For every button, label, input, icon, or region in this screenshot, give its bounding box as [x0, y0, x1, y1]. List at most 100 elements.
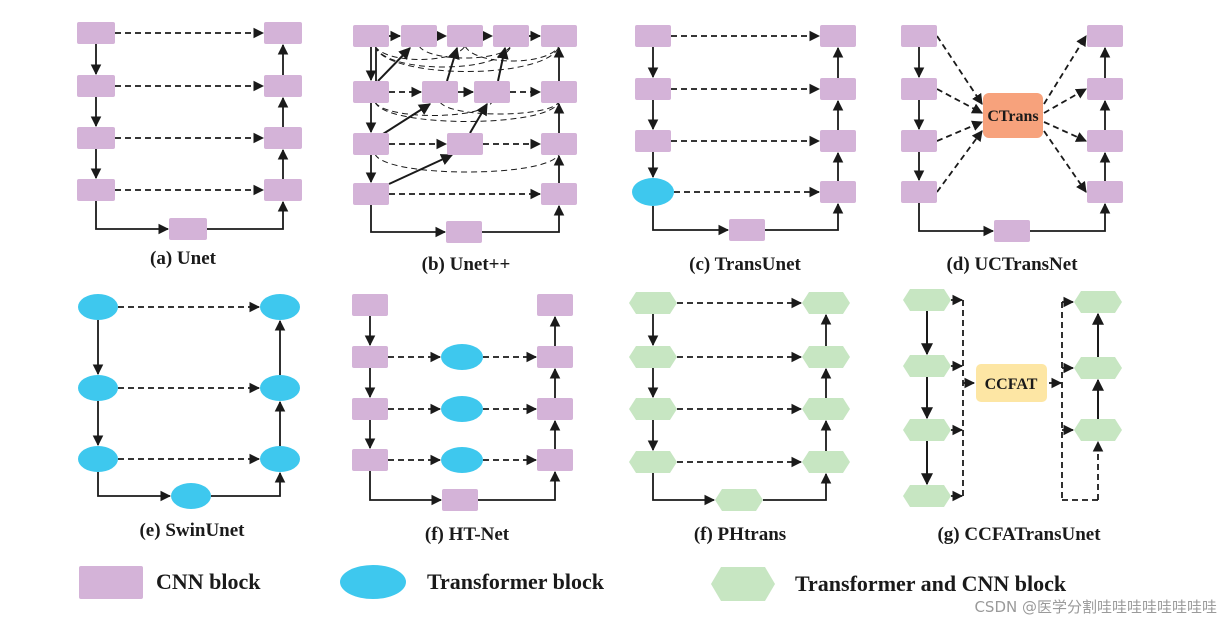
cnn-block	[901, 78, 937, 100]
hybrid-block	[629, 398, 677, 420]
hybrid-block	[903, 485, 951, 507]
hybrid-block	[903, 355, 951, 377]
skip-connection	[374, 45, 512, 68]
cnn-block	[820, 25, 856, 47]
skip-connection	[418, 45, 512, 59]
flow-path	[95, 201, 170, 235]
encoder-cnn-block	[77, 22, 115, 44]
skip-connection	[374, 45, 560, 72]
flow-path	[370, 205, 447, 238]
bottleneck-cnn-block	[169, 218, 207, 240]
cnn-block	[1087, 25, 1123, 47]
skip-connection	[374, 153, 560, 173]
cnn-block	[352, 449, 388, 471]
cnn-block	[635, 25, 671, 47]
transformer-block	[441, 447, 483, 473]
caption-unet: (a) Unet	[150, 248, 216, 269]
transformer-block	[78, 375, 118, 401]
transformer-block	[260, 446, 300, 472]
transformer-block	[260, 294, 300, 320]
cnn-block	[1087, 130, 1123, 152]
caption-swinunet: (e) SwinUnet	[139, 520, 245, 541]
flow-arrow	[388, 154, 454, 185]
flow-arrow	[469, 102, 488, 134]
bottleneck-cnn-block	[446, 221, 482, 243]
ctrans-module	[983, 93, 1043, 138]
cnn-block	[353, 133, 389, 155]
flow-path	[652, 206, 730, 236]
cnn-block	[820, 181, 856, 203]
ctrans-label: CTrans	[987, 108, 1038, 125]
transformer-block	[78, 294, 118, 320]
cnn-block	[901, 130, 937, 152]
legend-transformer-symbol	[340, 565, 406, 599]
decoder-cnn-block	[264, 22, 302, 44]
cnn-block	[352, 346, 388, 368]
flow-arrow	[382, 103, 432, 135]
skip-connection	[936, 130, 983, 193]
cnn-block	[820, 78, 856, 100]
cnn-block	[352, 398, 388, 420]
hybrid-block	[802, 398, 850, 420]
skip-connection	[1043, 35, 1087, 105]
bottleneck-cnn-block	[729, 219, 765, 241]
cnn-block	[422, 81, 458, 103]
legend-cnn-label: CNN block	[156, 569, 261, 594]
cnn-block	[820, 130, 856, 152]
decoder-cnn-block	[264, 179, 302, 201]
hybrid-block	[903, 289, 951, 311]
flow-path	[211, 471, 286, 497]
skip-connection	[1043, 121, 1087, 142]
cnn-block	[635, 130, 671, 152]
cnn-block	[537, 398, 573, 420]
transformer-block	[632, 178, 674, 206]
ccfat-module	[976, 364, 1047, 402]
cnn-block	[1087, 181, 1123, 203]
encoder-cnn-block	[77, 179, 115, 201]
flow-arrow	[377, 47, 411, 82]
cnn-block	[447, 25, 483, 47]
cnn-block	[401, 25, 437, 47]
transformer-block	[78, 446, 118, 472]
cnn-block	[541, 81, 577, 103]
skip-connection	[374, 101, 560, 122]
encoder-cnn-block	[77, 75, 115, 97]
caption-cfatransunet: (g) CCFATransUnet	[937, 524, 1101, 545]
flow-path	[763, 472, 832, 501]
cnn-block	[541, 25, 577, 47]
skip-connection	[936, 120, 983, 142]
legend-cnn-symbol	[79, 566, 143, 599]
hybrid-block	[629, 451, 677, 473]
cnn-block	[537, 449, 573, 471]
cnn-block	[537, 294, 573, 316]
flow-path	[478, 470, 561, 501]
flow-path	[918, 203, 995, 237]
hybrid-block	[1074, 357, 1122, 379]
flow-path	[207, 200, 289, 230]
cnn-block	[901, 25, 937, 47]
flow-path	[1030, 202, 1111, 232]
cnn-block	[541, 183, 577, 205]
cnn-block	[1087, 78, 1123, 100]
bottleneck-hybrid-block	[715, 489, 763, 511]
cnn-block	[635, 78, 671, 100]
cnn-block	[352, 294, 388, 316]
hybrid-block	[629, 346, 677, 368]
encoder-cnn-block	[77, 127, 115, 149]
legend-transformer-label: Transformer block	[427, 569, 604, 594]
skip-connection	[1043, 88, 1087, 114]
hybrid-block	[802, 346, 850, 368]
caption-transunet: (c) TransUnet	[689, 254, 801, 275]
decoder-cnn-block	[264, 127, 302, 149]
hybrid-block	[802, 451, 850, 473]
flow-arrow	[496, 46, 509, 82]
cnn-block	[493, 25, 529, 47]
skip-connection	[1043, 130, 1087, 193]
cnn-block	[537, 346, 573, 368]
bottleneck-transformer-block	[171, 483, 211, 509]
legend-hybrid-symbol	[711, 567, 775, 601]
ccfat-label: CCFAT	[985, 376, 1038, 393]
transformer-block	[441, 344, 483, 370]
skip-connection	[936, 35, 983, 105]
